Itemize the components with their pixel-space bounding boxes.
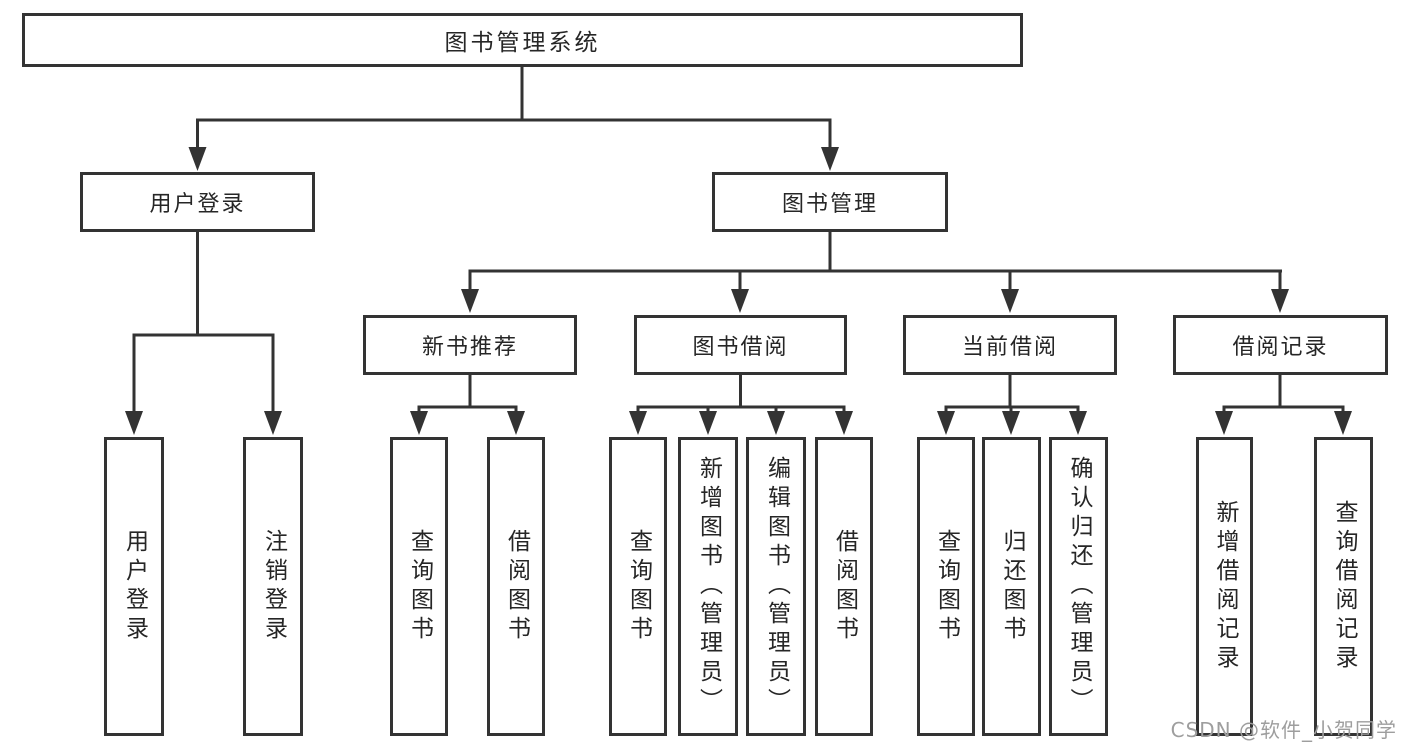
leaf-recommend-query-books-label: 查询图书	[406, 528, 433, 645]
leaf-borrow-edit-books-admin: 编辑图书（管理员）	[746, 437, 806, 736]
node-book-management-branch: 图书管理	[712, 172, 948, 232]
node-root-label: 图书管理系统	[444, 30, 601, 56]
leaf-borrow-add-books-admin: 新增图书（管理员）	[678, 437, 738, 736]
connector-userlogin-to-leaves	[125, 230, 282, 435]
leaf-borrow-borrow-books: 借阅图书	[815, 437, 873, 736]
leaf-recommend-borrow-books-label: 借阅图书	[503, 528, 530, 645]
node-borrowing-records: 借阅记录	[1173, 315, 1388, 375]
leaf-current-query-books: 查询图书	[917, 437, 975, 736]
node-book-management-branch-label: 图书管理	[781, 192, 878, 217]
leaf-logout-label: 注销登录	[260, 528, 287, 645]
node-borrowing-records-label: 借阅记录	[1232, 335, 1329, 360]
leaf-current-return-books: 归还图书	[982, 437, 1041, 736]
leaf-records-query-record: 查询借阅记录	[1314, 437, 1373, 736]
node-book-borrowing: 图书借阅	[634, 315, 847, 375]
node-current-borrowing-label: 当前借阅	[961, 335, 1058, 360]
connector-borrow-to-leaves	[629, 373, 853, 435]
node-current-borrowing: 当前借阅	[903, 315, 1117, 375]
leaf-current-confirm-return-admin: 确认归还（管理员）	[1049, 437, 1108, 736]
leaf-records-add-record-label: 新增借阅记录	[1212, 499, 1238, 674]
connector-bookmgmt-to-level3	[461, 230, 1289, 313]
connector-recommend-to-leaves	[410, 373, 525, 435]
leaf-borrow-query-books: 查询图书	[609, 437, 667, 736]
leaf-borrow-edit-books-admin-label: 编辑图书（管理员）	[763, 456, 790, 717]
node-new-book-recommend: 新书推荐	[363, 315, 577, 375]
leaf-recommend-borrow-books: 借阅图书	[487, 437, 545, 736]
node-new-book-recommend-label: 新书推荐	[421, 335, 518, 360]
leaf-user-login: 用户登录	[104, 437, 164, 736]
csdn-watermark: CSDN @软件_小贺同学	[1170, 718, 1397, 742]
leaf-user-login-label: 用户登录	[121, 528, 148, 645]
leaf-current-query-books-label: 查询图书	[933, 528, 960, 645]
leaf-logout: 注销登录	[243, 437, 303, 736]
node-book-borrowing-label: 图书借阅	[692, 335, 789, 360]
leaf-borrow-borrow-books-label: 借阅图书	[831, 528, 858, 645]
leaf-borrow-query-books-label: 查询图书	[625, 528, 652, 645]
leaf-current-return-books-label: 归还图书	[999, 528, 1025, 645]
connector-root-to-level2	[188, 67, 839, 171]
node-root-library-system: 图书管理系统	[22, 13, 1023, 67]
connector-records-to-leaves	[1215, 373, 1352, 435]
node-user-login-branch-label: 用户登录	[149, 192, 246, 217]
connector-current-to-leaves	[937, 373, 1087, 435]
leaf-borrow-add-books-admin-label: 新增图书（管理员）	[695, 456, 722, 717]
node-user-login-branch: 用户登录	[80, 172, 315, 232]
leaf-records-add-record: 新增借阅记录	[1196, 437, 1253, 736]
leaf-recommend-query-books: 查询图书	[390, 437, 448, 736]
leaf-current-confirm-return-admin-label: 确认归还（管理员）	[1066, 456, 1092, 717]
leaf-records-query-record-label: 查询借阅记录	[1331, 499, 1357, 674]
